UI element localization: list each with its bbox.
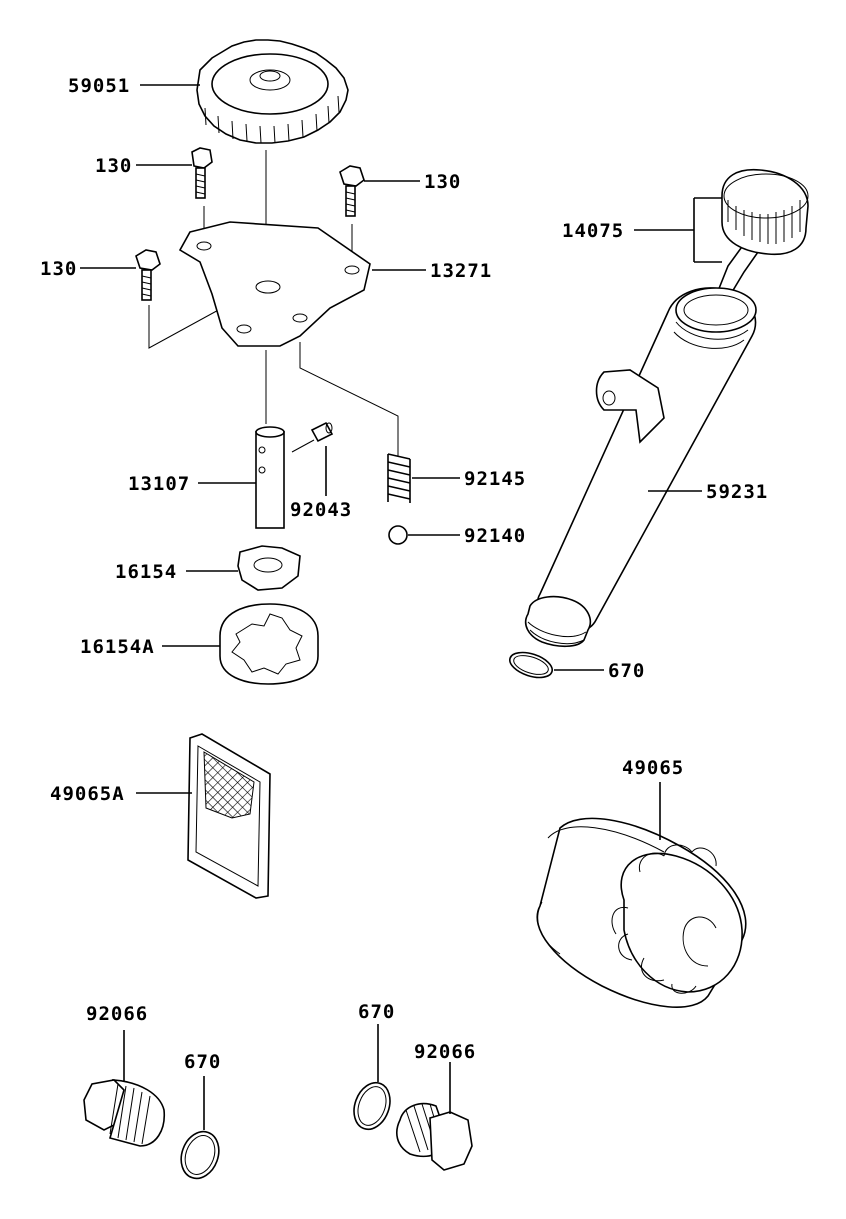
label-plug-left: 92066 [86, 1003, 148, 1025]
oil-dipstick [715, 168, 809, 304]
label-oring-right: 670 [358, 1001, 395, 1023]
outer-rotor [219, 603, 319, 685]
oring-right [353, 1081, 391, 1131]
label-outer-rotor: 16154A [80, 636, 155, 658]
pump-shaft [255, 426, 285, 529]
label-bolt-a: 130 [95, 155, 132, 177]
label-plug-right: 92066 [414, 1041, 476, 1063]
oil-filler-tube [524, 287, 757, 648]
label-plate: 13271 [430, 260, 492, 282]
drain-plug-left [83, 1079, 165, 1147]
label-oring-tube: 670 [608, 660, 645, 682]
oring-left [180, 1130, 220, 1180]
label-bolt-c: 130 [40, 258, 77, 280]
label-oring-left: 670 [184, 1051, 221, 1073]
label-gear: 59051 [68, 75, 130, 97]
label-strainer: 49065A [50, 783, 125, 805]
label-oil-filter: 49065 [622, 757, 684, 779]
label-pin: 92043 [290, 499, 352, 521]
label-bolt-b: 130 [424, 171, 461, 193]
bolt-130-a [191, 147, 213, 199]
label-spring: 92145 [464, 468, 526, 490]
oil-pump-gear [196, 39, 349, 144]
oring-tube [509, 651, 553, 679]
pump-cover-plate [178, 221, 371, 347]
inner-rotor [237, 545, 301, 591]
relief-ball [388, 525, 408, 545]
oil-strainer [187, 733, 271, 899]
label-dipstick: 14075 [562, 220, 624, 242]
relief-spring [387, 453, 411, 503]
label-shaft: 13107 [128, 473, 190, 495]
oil-filter [536, 817, 747, 1008]
label-ball: 92140 [464, 525, 526, 547]
bolt-130-c [135, 249, 161, 301]
label-filler-tube: 59231 [706, 481, 768, 503]
dowel-pin [310, 421, 334, 443]
bolt-130-b [339, 165, 365, 217]
label-inner-rotor: 16154 [115, 561, 177, 583]
drain-plug-right [396, 1102, 473, 1171]
